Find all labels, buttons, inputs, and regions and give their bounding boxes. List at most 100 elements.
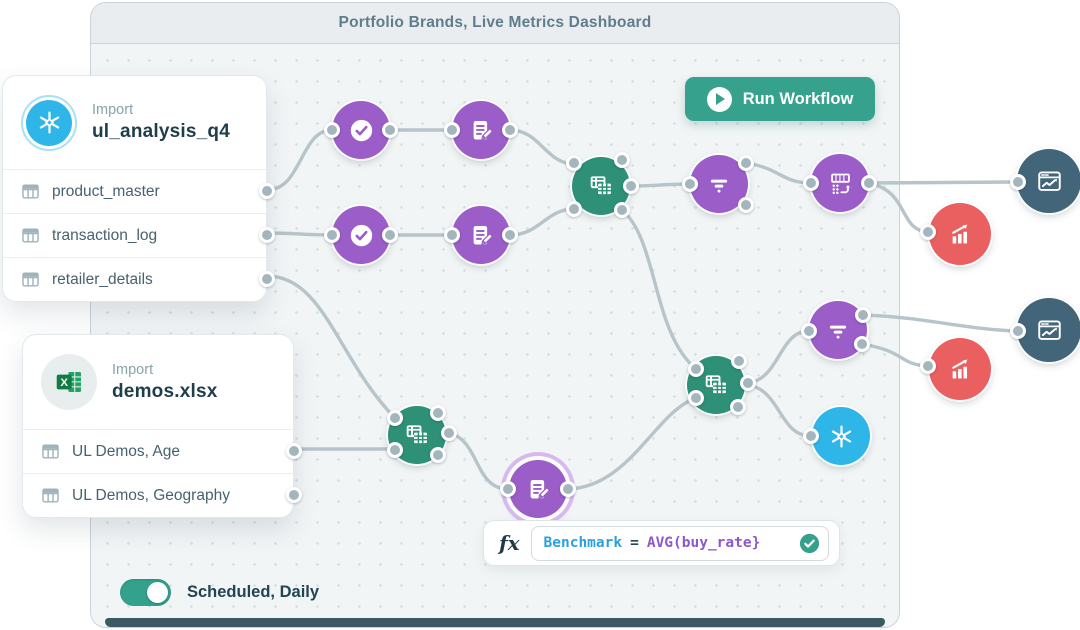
node-join-a[interactable] <box>565 151 639 218</box>
summarize-icon <box>827 170 854 197</box>
table-row[interactable]: transaction_log <box>3 213 275 257</box>
formula-bar: fx Benchmark = AVG(buy_rate} <box>483 520 840 566</box>
table-row-label: transaction_log <box>52 226 158 244</box>
import-card-excel[interactable]: X Import demos.xlsx UL Demos, Age UL Dem… <box>22 334 302 518</box>
node-edit-b[interactable] <box>443 206 518 264</box>
page-title: Portfolio Brands, Live Metrics Dashboard <box>338 14 652 31</box>
node-filter-a[interactable] <box>681 154 754 213</box>
edit-document-icon <box>525 476 552 503</box>
table-row[interactable]: UL Demos, Geography <box>23 473 302 517</box>
node-port[interactable] <box>323 226 340 243</box>
node-port[interactable] <box>622 177 639 194</box>
node-port[interactable] <box>739 374 756 391</box>
edit-document-icon <box>468 117 495 144</box>
card-table-list: UL Demos, Age UL Demos, Geography <box>23 429 302 517</box>
node-filter-b[interactable] <box>800 301 871 359</box>
snowflake-icon <box>828 423 855 450</box>
output-port[interactable] <box>286 487 302 503</box>
toggle-knob <box>147 582 168 603</box>
node-port[interactable] <box>687 360 704 377</box>
node-port[interactable] <box>443 226 460 243</box>
check-icon <box>348 222 375 249</box>
node-port[interactable] <box>737 196 754 213</box>
node-validate-b[interactable] <box>323 206 398 264</box>
node-port[interactable] <box>681 175 698 192</box>
node-validate-a[interactable] <box>323 101 398 159</box>
node-port[interactable] <box>565 154 582 171</box>
node-port[interactable] <box>687 389 704 406</box>
join-tables-icon <box>702 371 730 399</box>
node-edit-c[interactable] <box>499 460 576 518</box>
node-port[interactable] <box>919 223 936 240</box>
node-port[interactable] <box>854 306 871 323</box>
node-port[interactable] <box>919 357 936 374</box>
check-icon <box>348 117 375 144</box>
node-dashboard-out-2[interactable] <box>1009 298 1080 362</box>
output-port[interactable] <box>286 443 302 459</box>
table-icon <box>22 184 39 199</box>
table-icon <box>42 444 59 459</box>
node-port[interactable] <box>613 201 630 218</box>
node-port[interactable] <box>802 427 819 444</box>
node-port[interactable] <box>730 352 747 369</box>
card-import-label: Import <box>112 361 154 378</box>
node-port[interactable] <box>381 226 398 243</box>
node-snowflake-out[interactable] <box>802 407 870 465</box>
run-workflow-button[interactable]: Run Workflow <box>685 77 875 121</box>
import-card-snowflake[interactable]: Import ul_analysis_q4 product_master tra… <box>2 75 275 302</box>
formula-operator: = <box>630 535 639 551</box>
node-port[interactable] <box>440 424 457 441</box>
node-port[interactable] <box>443 121 460 138</box>
table-row[interactable]: product_master <box>3 169 275 213</box>
node-chart-out-1[interactable] <box>919 203 991 265</box>
play-icon <box>706 86 732 112</box>
table-row[interactable]: UL Demos, Age <box>23 429 302 473</box>
formula-lhs: Benchmark <box>543 535 623 551</box>
dashboard-output-icon <box>1035 316 1064 345</box>
node-chart-out-2[interactable] <box>919 338 991 400</box>
node-port[interactable] <box>499 480 516 497</box>
card-header: X Import demos.xlsx <box>23 335 293 429</box>
node-port[interactable] <box>501 226 518 243</box>
node-summarize-a[interactable] <box>802 154 877 212</box>
node-port[interactable] <box>1009 173 1026 190</box>
node-port[interactable] <box>613 151 630 168</box>
output-port[interactable] <box>259 227 275 243</box>
output-port[interactable] <box>259 183 275 199</box>
table-row-label: retailer_details <box>52 270 153 288</box>
schedule-toggle[interactable] <box>120 579 171 606</box>
node-port[interactable] <box>1009 322 1026 339</box>
table-icon <box>22 272 39 287</box>
join-tables-icon <box>587 172 615 200</box>
node-port[interactable] <box>559 480 576 497</box>
node-port[interactable] <box>565 200 582 217</box>
schedule-label: Scheduled, Daily <box>187 583 320 601</box>
node-dashboard-out-1[interactable] <box>1009 149 1080 213</box>
node-port[interactable] <box>323 121 340 138</box>
node-port[interactable] <box>501 121 518 138</box>
table-icon <box>42 488 59 503</box>
node-port[interactable] <box>853 335 870 352</box>
table-row-label: UL Demos, Geography <box>72 486 230 504</box>
node-join-c[interactable] <box>687 352 756 415</box>
node-port[interactable] <box>800 322 817 339</box>
output-port[interactable] <box>259 271 275 287</box>
node-port[interactable] <box>381 121 398 138</box>
node-port[interactable] <box>802 174 819 191</box>
card-source-title: demos.xlsx <box>112 380 218 402</box>
table-row[interactable]: retailer_details <box>3 257 275 301</box>
filter-icon <box>706 171 732 197</box>
node-port[interactable] <box>429 446 446 463</box>
node-port[interactable] <box>737 154 754 171</box>
formula-rhs: AVG(buy_rate} <box>646 535 761 551</box>
formula-input[interactable]: Benchmark = AVG(buy_rate} <box>530 525 829 561</box>
node-port[interactable] <box>860 174 877 191</box>
node-edit-a[interactable] <box>443 101 518 159</box>
node-port[interactable] <box>386 441 403 458</box>
node-port[interactable] <box>386 409 403 426</box>
node-join-b[interactable] <box>386 404 457 464</box>
node-port[interactable] <box>729 398 746 415</box>
node-port[interactable] <box>429 404 446 421</box>
